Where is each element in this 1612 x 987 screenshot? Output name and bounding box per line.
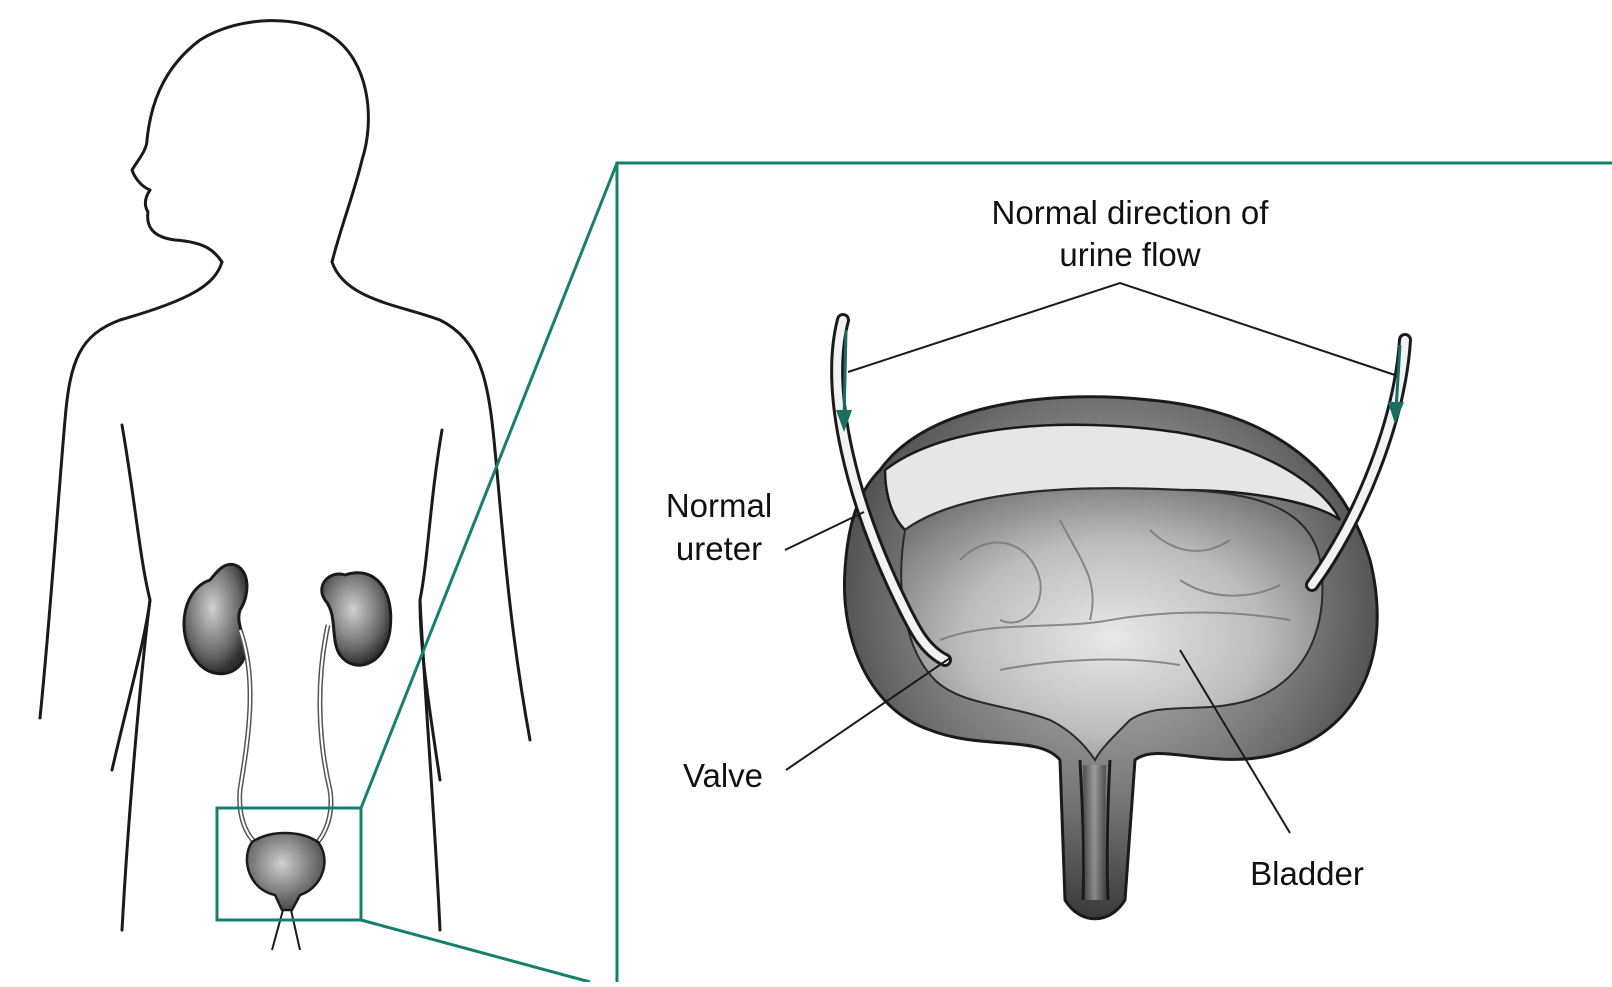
head-outline — [132, 21, 368, 262]
bladder-label: Bladder — [1250, 855, 1364, 892]
bladder-detail-illustration — [844, 397, 1377, 919]
ureter-label-line2: ureter — [676, 530, 762, 567]
left-torso — [112, 425, 150, 770]
flow-leader-line — [848, 283, 1395, 375]
left-kidney — [184, 564, 247, 673]
left-flow-arrow — [844, 330, 846, 420]
zoom-line-bottom — [361, 920, 590, 982]
valve-label: Valve — [683, 757, 763, 794]
left-hip — [122, 600, 150, 930]
small-bladder — [247, 833, 325, 910]
human-body-outline — [40, 21, 530, 930]
flow-label-line2: urine flow — [1059, 236, 1200, 273]
urethra-shading — [1083, 765, 1106, 900]
small-urethra — [272, 910, 300, 950]
flow-label-line1: Normal direction of — [992, 194, 1270, 231]
zoom-line-top — [361, 163, 617, 808]
right-torso — [420, 430, 442, 780]
ureter-label-line1: Normal — [666, 487, 772, 524]
right-kidney — [322, 573, 391, 665]
